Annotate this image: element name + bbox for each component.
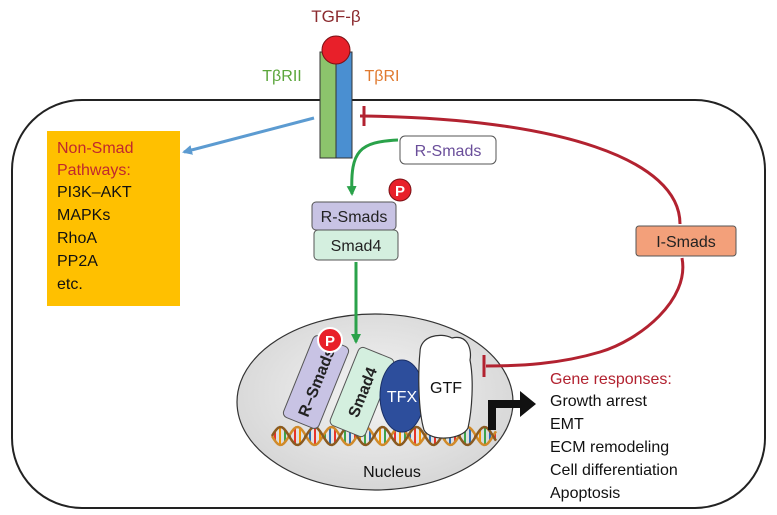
cell-membrane bbox=[11, 99, 766, 509]
complex-smad4-box bbox=[313, 229, 399, 261]
non-smad-item: etc. bbox=[57, 276, 83, 293]
nuclear-phospho-badge bbox=[317, 327, 343, 353]
gene-response-item: Apoptosis bbox=[550, 485, 620, 502]
i-smads-inhibit-receptor bbox=[359, 114, 682, 225]
gene-response-item: Growth arrest bbox=[550, 393, 647, 410]
gtf-factor bbox=[418, 334, 473, 439]
non-smad-arrow bbox=[182, 116, 315, 155]
complex-phospho-badge bbox=[388, 178, 412, 202]
r-smads-cytoplasm-box bbox=[399, 135, 497, 165]
tfx-label: TFX bbox=[387, 389, 418, 406]
non-smad-item: RhoA bbox=[57, 230, 97, 247]
receptor-tbrii bbox=[319, 51, 337, 159]
nuclear-smad4: Smad4 bbox=[329, 346, 395, 438]
i-smads-inhibit-gtf bbox=[485, 257, 685, 368]
complex-phospho-label: P bbox=[395, 183, 405, 200]
r-smads-cytoplasm-label: R-Smads bbox=[415, 143, 482, 160]
non-smad-item: PI3K–AKT bbox=[57, 184, 132, 201]
ligand-label: TGF-β bbox=[311, 7, 361, 26]
tbri-label: TβRI bbox=[365, 68, 400, 85]
nuclear-phospho-label: P bbox=[325, 333, 335, 350]
complex-smad4-label: Smad4 bbox=[331, 238, 382, 255]
non-smad-title-2: Pathways: bbox=[57, 162, 131, 179]
non-smad-item: MAPKs bbox=[57, 207, 110, 224]
non-smad-title-1: Non-Smad bbox=[57, 140, 133, 157]
gene-response-item: EMT bbox=[550, 416, 584, 433]
i-smads-label: I-Smads bbox=[656, 234, 716, 251]
non-smad-box bbox=[47, 131, 180, 306]
receptor-tbri bbox=[335, 51, 353, 159]
tgf-beta-ligand bbox=[321, 35, 351, 65]
tbrii-label: TβRII bbox=[262, 68, 301, 85]
activation-arrow-1 bbox=[346, 138, 399, 196]
complex-r-smads-label: R-Smads bbox=[321, 209, 388, 226]
non-smad-item: PP2A bbox=[57, 253, 98, 270]
gene-response-item: Cell differentiation bbox=[550, 462, 678, 479]
gene-responses-title: Gene responses: bbox=[550, 371, 672, 388]
nucleus-label: Nucleus bbox=[363, 464, 421, 481]
gtf-label: GTF bbox=[430, 380, 462, 397]
transcription-arrow-icon bbox=[488, 391, 536, 430]
i-smads-box bbox=[635, 225, 737, 257]
gene-response-item: ECM remodeling bbox=[550, 439, 669, 456]
